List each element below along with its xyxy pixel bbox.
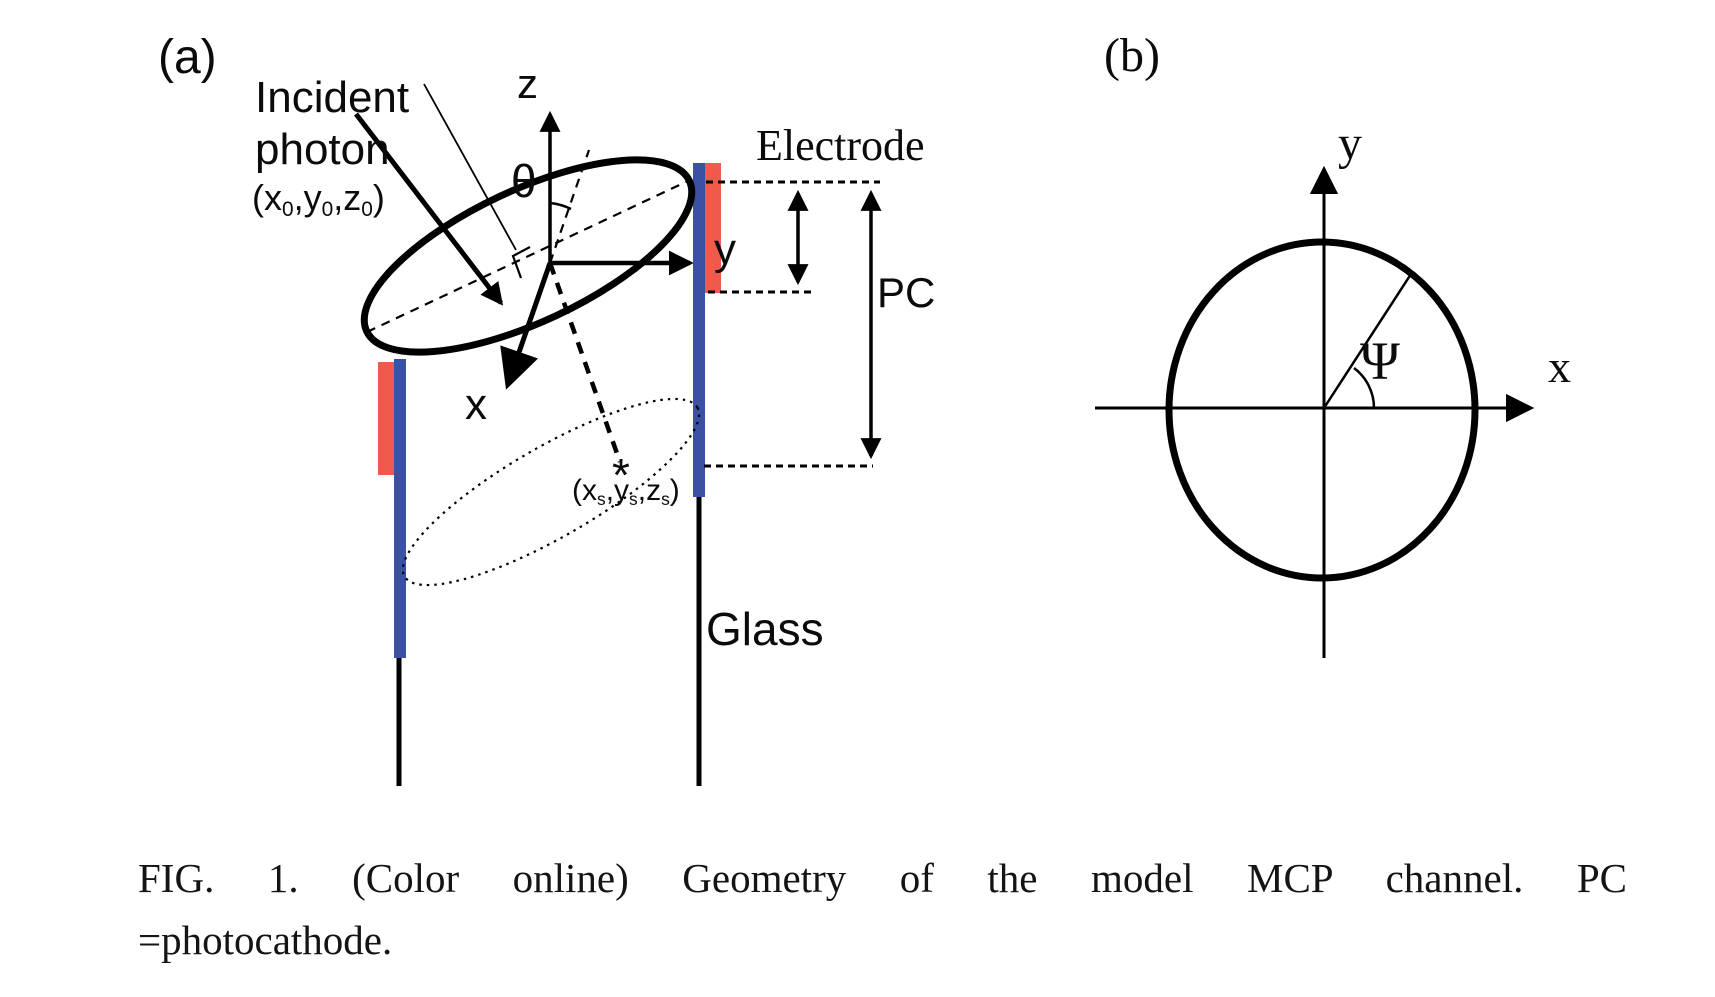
coord-subscript: 0 bbox=[321, 197, 334, 221]
channel-axis-lower-dashed bbox=[547, 262, 623, 463]
coord-subscript: s bbox=[629, 488, 638, 509]
y-axis-label-a: y bbox=[714, 225, 736, 274]
psi-label: Ψ bbox=[1360, 331, 1400, 391]
coord-text: (x bbox=[252, 177, 282, 218]
panel-b-label: (b) bbox=[1104, 29, 1160, 82]
figure-caption: FIG. 1. (Color online) Geometry of the m… bbox=[138, 847, 1627, 971]
incident-photon-label-line1: Incident bbox=[255, 73, 410, 122]
channel-entrance-ellipse bbox=[360, 156, 696, 356]
panel-a-label: (a) bbox=[158, 31, 217, 84]
coord-text: (x bbox=[572, 474, 597, 507]
coord-text: ) bbox=[669, 474, 680, 507]
incident-photon-label-line2: photon bbox=[255, 125, 390, 174]
channel-axis-upper-dashed bbox=[548, 149, 591, 264]
x-axis-label-b: x bbox=[1548, 341, 1571, 392]
coord-text: ,y bbox=[293, 177, 322, 218]
glass-label: Glass bbox=[706, 603, 824, 655]
photon-origin-coordinates: (x0,y0,z0) bbox=[252, 177, 385, 220]
theta-angle-arc bbox=[549, 201, 572, 211]
coord-text: ,z bbox=[637, 474, 662, 507]
coord-subscript: s bbox=[597, 488, 606, 509]
theta-label: θ bbox=[511, 155, 537, 207]
psi-angle-arc bbox=[1353, 367, 1376, 409]
coord-subscript: 0 bbox=[361, 197, 373, 221]
right-wall-electrode-layer bbox=[705, 163, 721, 293]
coord-text: ,z bbox=[333, 177, 362, 218]
coord-text: ) bbox=[372, 177, 385, 218]
radius-line bbox=[1322, 273, 1413, 409]
entrance-ellipse-major-axis-dashed bbox=[366, 179, 691, 333]
channel-cross-section-circle bbox=[1165, 238, 1479, 582]
coord-subscript: s bbox=[661, 488, 670, 509]
left-wall-pc-layer bbox=[394, 359, 406, 658]
electrode-label: Electrode bbox=[756, 121, 925, 170]
x-axis-label-a: x bbox=[465, 380, 487, 429]
exit-point-coordinates: (xs,ys,zs) bbox=[572, 474, 680, 509]
left-wall-electrode-layer bbox=[378, 362, 395, 475]
z-axis-label: z bbox=[517, 60, 538, 107]
exit-point-star: * bbox=[612, 449, 630, 501]
coord-text: ,y bbox=[605, 474, 630, 507]
incident-photon-arrow bbox=[354, 112, 504, 306]
caption-line-2: =photocathode. bbox=[138, 917, 393, 963]
x-axis-arrow bbox=[500, 262, 553, 390]
inner-cross-section-dotted-ellipse bbox=[401, 397, 701, 587]
pc-label: PC bbox=[877, 269, 936, 316]
caption-line-1: FIG. 1. (Color online) Geometry of the m… bbox=[138, 855, 1627, 901]
y-axis-label-b: y bbox=[1338, 117, 1362, 170]
incident-photon-leader-line bbox=[423, 83, 517, 251]
coord-subscript: 0 bbox=[282, 197, 294, 221]
right-angle-marker bbox=[511, 246, 531, 279]
right-wall-pc-layer bbox=[693, 163, 705, 497]
